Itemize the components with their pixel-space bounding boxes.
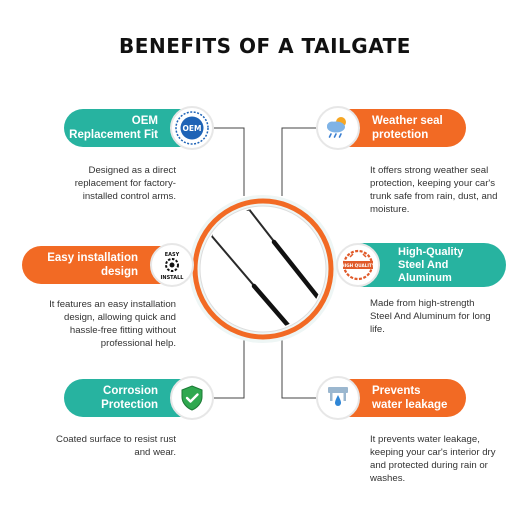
benefit-water-title-line2: water leakage xyxy=(372,399,448,411)
svg-text:HIGH QUALITY: HIGH QUALITY xyxy=(341,263,376,268)
orange-ring xyxy=(192,198,334,340)
shield-check-icon xyxy=(170,376,214,420)
benefit-oem-title-line1: OEM xyxy=(131,115,158,127)
benefit-easy-install-pill: Easy installation design EASY INSTALL xyxy=(22,243,194,287)
weather-cloud-icon xyxy=(316,106,360,150)
benefit-oem-title-line2: Replacement Fit xyxy=(69,129,158,141)
gas-strut-center-image xyxy=(189,195,337,343)
benefit-weather-pill: Weather seal protection xyxy=(316,106,466,150)
benefit-easy-title-line1: Easy installation xyxy=(47,252,138,264)
high-quality-stamp-icon: HIGH QUALITY xyxy=(336,243,380,287)
benefit-easy-desc: It features an easy installation design,… xyxy=(49,299,176,349)
benefit-high-quality-pill: HIGH QUALITY High-Quality Steel And Alum… xyxy=(336,243,506,287)
benefit-water-desc: It prevents water leakage, keeping your … xyxy=(370,434,496,484)
svg-text:EASY: EASY xyxy=(165,252,180,258)
benefit-weather-desc: It offers strong weather seal protection… xyxy=(370,165,498,215)
connector-water xyxy=(281,336,322,399)
page-title: BENEFITS OF A TAILGATE xyxy=(119,34,411,58)
connector-corrosion xyxy=(208,336,245,399)
water-drop-icon xyxy=(316,376,360,420)
oem-badge-icon: OEM xyxy=(170,106,214,150)
svg-text:OEM: OEM xyxy=(183,124,202,133)
benefit-corrosion-title-line1: Corrosion xyxy=(103,385,158,397)
benefit-corrosion-pill: Corrosion Protection xyxy=(64,376,214,420)
benefit-corrosion-desc: Coated surface to resist rust and wear. xyxy=(56,434,176,458)
benefit-quality-title-line3: Aluminum xyxy=(398,271,452,284)
benefit-oem-pill: OEM Replacement Fit OEM xyxy=(64,106,214,150)
easy-install-icon: EASY INSTALL xyxy=(150,243,194,287)
benefit-oem-desc: Designed as a direct replacement for fac… xyxy=(74,165,176,202)
connector-oem xyxy=(208,127,245,196)
benefit-corrosion-title-line2: Protection xyxy=(101,399,158,411)
benefit-quality-title-line2: Steel And xyxy=(398,258,449,271)
connector-weather xyxy=(281,127,322,196)
benefit-quality-title-line1: High-Quality xyxy=(398,245,464,258)
benefit-weather-title-line1: Weather seal xyxy=(372,115,443,127)
benefit-easy-title-line2: design xyxy=(100,266,138,278)
benefit-water-title-line1: Prevents xyxy=(372,385,421,397)
white-disc xyxy=(199,205,327,333)
svg-text:INSTALL: INSTALL xyxy=(161,275,185,281)
benefit-water-pill: Prevents water leakage xyxy=(316,376,466,420)
benefit-quality-desc: Made from high-strength Steel And Alumin… xyxy=(370,298,491,335)
benefit-weather-title-line2: protection xyxy=(372,129,429,141)
